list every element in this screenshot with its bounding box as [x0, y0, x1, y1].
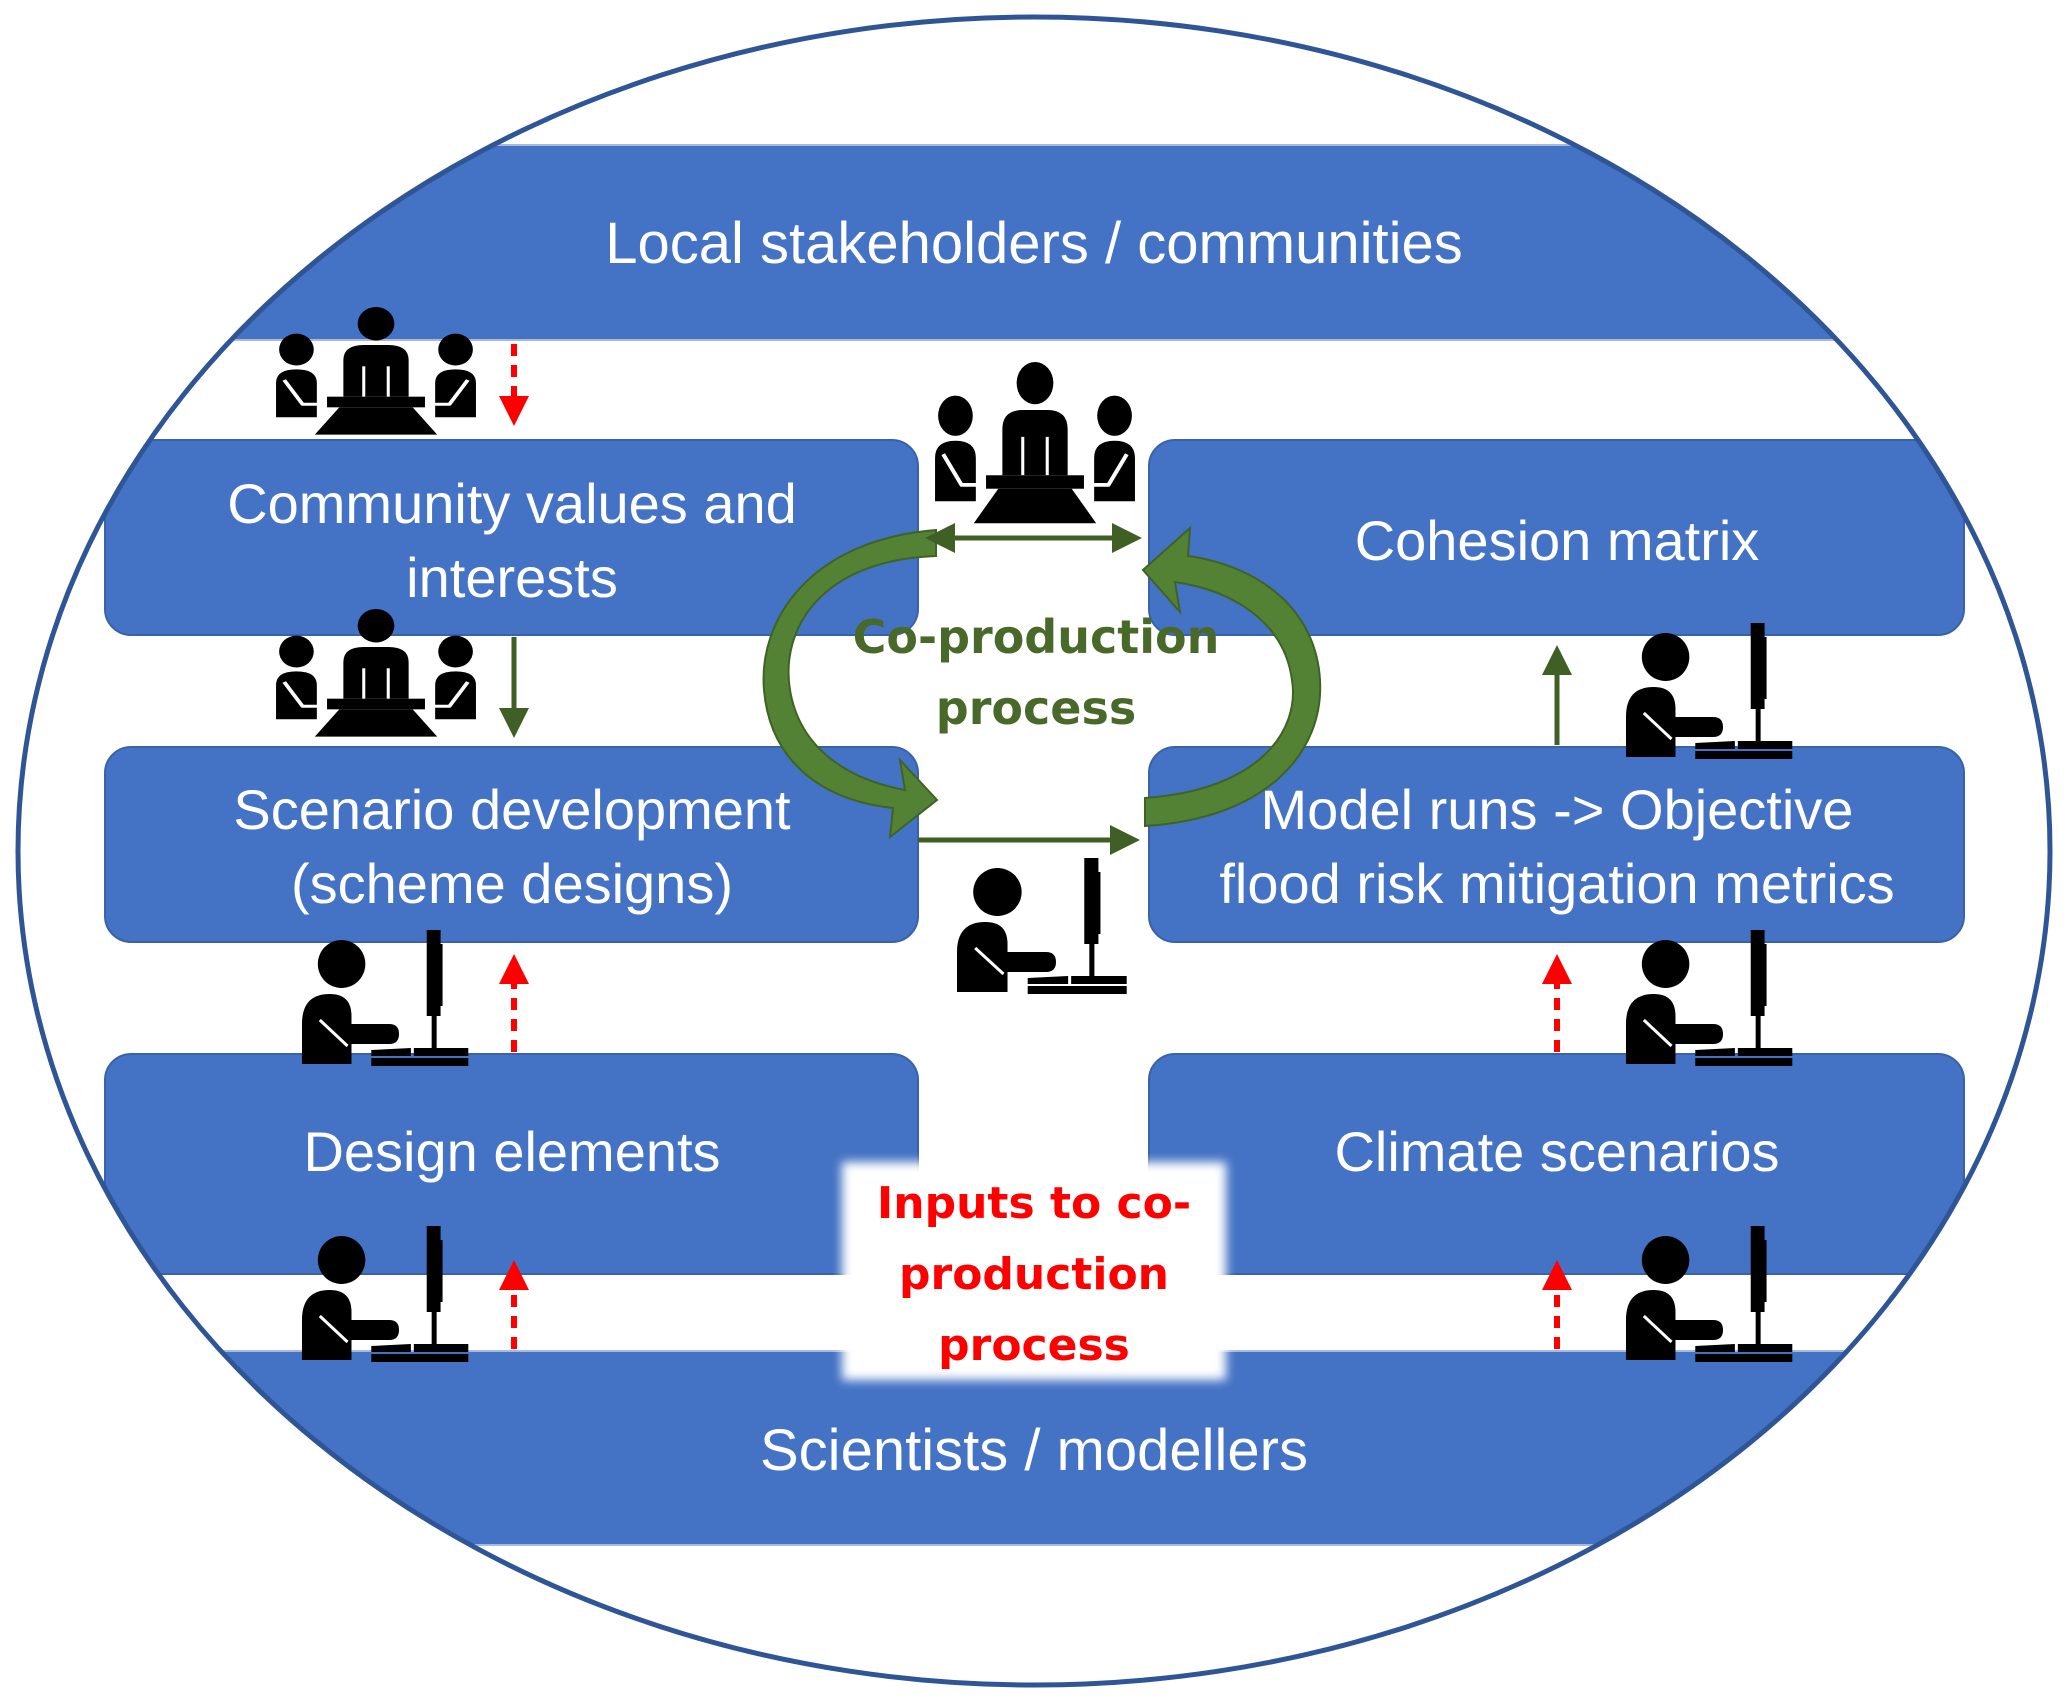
- cohesion-label: Cohesion matrix: [1355, 509, 1760, 572]
- cycle-arrow-right: [1141, 525, 1322, 828]
- co-production-label-line2: process: [936, 681, 1136, 735]
- scenario-label-line1: Scenario development: [233, 778, 791, 841]
- band-top-label: Local stakeholders / communities: [605, 211, 1463, 276]
- meeting-group-icon: [935, 362, 1135, 523]
- model-label-line2: flood risk mitigation metrics: [1219, 852, 1894, 915]
- community-label-line1: Community values and: [227, 472, 797, 535]
- inputs-label-line3: process: [938, 1320, 1130, 1371]
- inputs-label-background: [842, 1162, 1226, 1380]
- cycle-arrow-left: [762, 528, 939, 840]
- scenario-label-line2: (scheme designs): [291, 852, 733, 915]
- ellipse-boundary: [15, 14, 2053, 1688]
- design-label: Design elements: [303, 1120, 720, 1183]
- box-model-runs: [1148, 746, 1965, 943]
- box-scenario-development: [104, 746, 919, 943]
- band-bottom-label: Scientists / modellers: [760, 1418, 1308, 1483]
- model-label-line1: Model runs -> Objective: [1261, 778, 1854, 841]
- box-cohesion-matrix: [1148, 439, 1965, 636]
- inputs-label-line1: Inputs to co-: [877, 1178, 1191, 1229]
- community-label-line2: interests: [406, 546, 618, 609]
- desktop-worker-icon: [1624, 621, 1794, 761]
- inputs-label-line2: production: [899, 1249, 1169, 1300]
- desktop-worker-icon: [300, 928, 470, 1068]
- desktop-worker-icon: [1624, 928, 1794, 1068]
- desktop-worker-icon: [955, 856, 1129, 996]
- climate-label: Climate scenarios: [1334, 1120, 1779, 1183]
- co-production-label-line1: Co-production: [853, 610, 1220, 664]
